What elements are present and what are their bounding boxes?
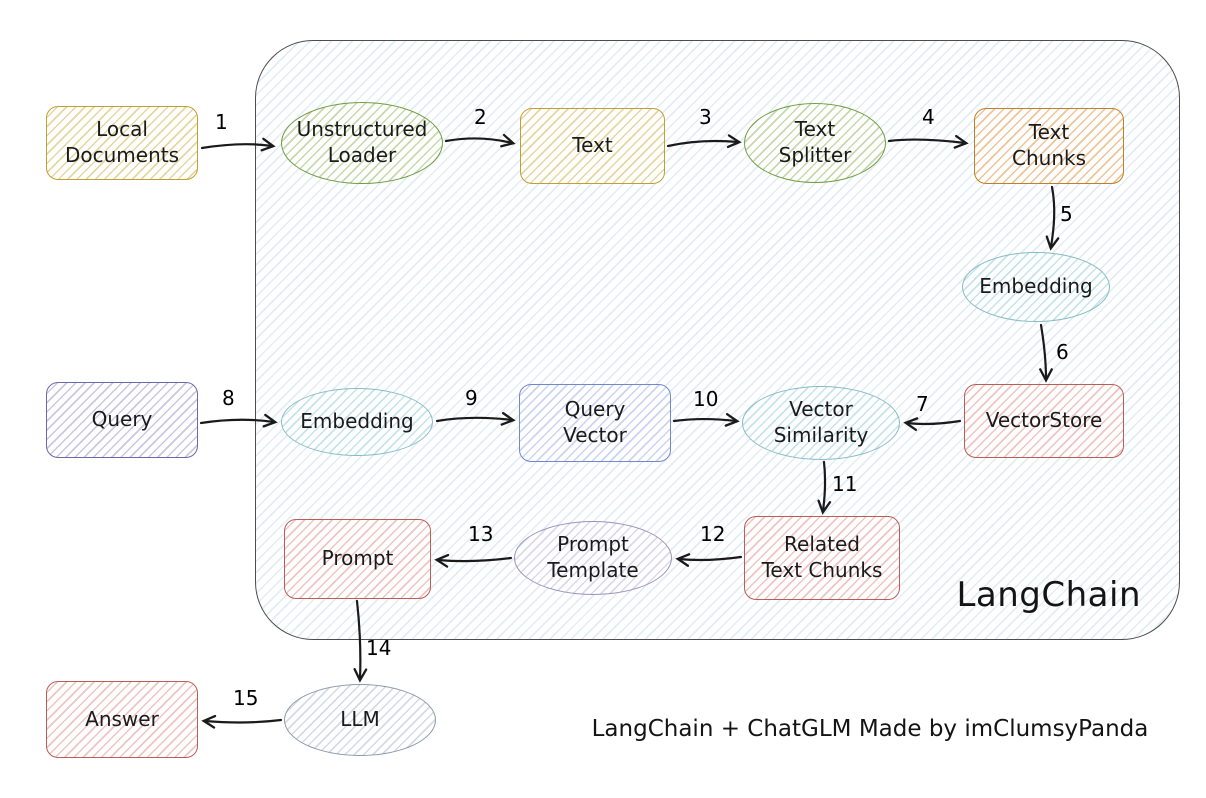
node-text-splitter: Text Splitter xyxy=(744,103,886,183)
node-text-splitter-label: Text Splitter xyxy=(778,117,852,167)
node-vectorstore: VectorStore xyxy=(964,384,1124,458)
edge-label-6: 6 xyxy=(1056,340,1069,364)
edge-label-14: 14 xyxy=(366,636,392,660)
arrow-15 xyxy=(201,714,283,729)
node-query-vector: Query Vector xyxy=(519,384,671,462)
edge-label-13: 13 xyxy=(468,522,494,546)
node-answer: Answer xyxy=(46,681,198,758)
node-related-text-chunks: Related Text Chunks xyxy=(744,516,900,600)
edge-label-7: 7 xyxy=(916,392,929,416)
node-prompt-label: Prompt xyxy=(321,546,394,571)
node-query-label: Query xyxy=(91,407,153,432)
node-vector-similarity-label: Vector Similarity xyxy=(773,397,869,447)
edge-label-11: 11 xyxy=(832,472,858,496)
node-text-chunks-label: Text Chunks xyxy=(1012,120,1086,170)
node-prompt: Prompt xyxy=(284,519,431,599)
edge-label-12: 12 xyxy=(700,522,726,546)
node-vector-similarity: Vector Similarity xyxy=(742,386,900,460)
node-text: Text xyxy=(520,108,665,184)
edge-label-2: 2 xyxy=(474,105,487,129)
edge-label-10: 10 xyxy=(693,387,719,411)
node-vectorstore-label: VectorStore xyxy=(985,408,1103,433)
node-prompt-template-label: Prompt Template xyxy=(547,532,639,582)
node-unstructured-loader: Unstructured Loader xyxy=(281,102,443,184)
edge-label-1: 1 xyxy=(215,110,228,134)
node-prompt-template: Prompt Template xyxy=(514,521,672,595)
edge-label-3: 3 xyxy=(699,105,712,129)
edge-label-5: 5 xyxy=(1060,202,1073,226)
langchain-container-label: LangChain xyxy=(956,575,1141,615)
edge-label-15: 15 xyxy=(233,686,259,710)
node-text-chunks: Text Chunks xyxy=(974,108,1124,184)
node-llm: LLM xyxy=(284,684,436,756)
node-embedding-doc: Embedding xyxy=(962,252,1110,322)
edge-label-4: 4 xyxy=(922,105,935,129)
node-related-text-chunks-label: Related Text Chunks xyxy=(761,532,883,582)
node-query-vector-label: Query Vector xyxy=(563,397,627,447)
node-embedding-doc-label: Embedding xyxy=(979,274,1093,299)
edge-label-8: 8 xyxy=(222,386,235,410)
node-llm-label: LLM xyxy=(340,707,380,732)
node-embedding-query: Embedding xyxy=(281,388,433,456)
node-local-documents-label: Local Documents xyxy=(64,117,180,167)
node-query: Query xyxy=(46,382,198,458)
node-embedding-query-label: Embedding xyxy=(300,409,414,434)
node-local-documents: Local Documents xyxy=(46,106,198,180)
caption: LangChain + ChatGLM Made by imClumsyPand… xyxy=(591,716,1149,742)
edge-label-9: 9 xyxy=(465,386,478,410)
node-unstructured-loader-label: Unstructured Loader xyxy=(296,117,428,167)
node-text-label: Text xyxy=(572,133,613,158)
node-answer-label: Answer xyxy=(85,706,159,731)
